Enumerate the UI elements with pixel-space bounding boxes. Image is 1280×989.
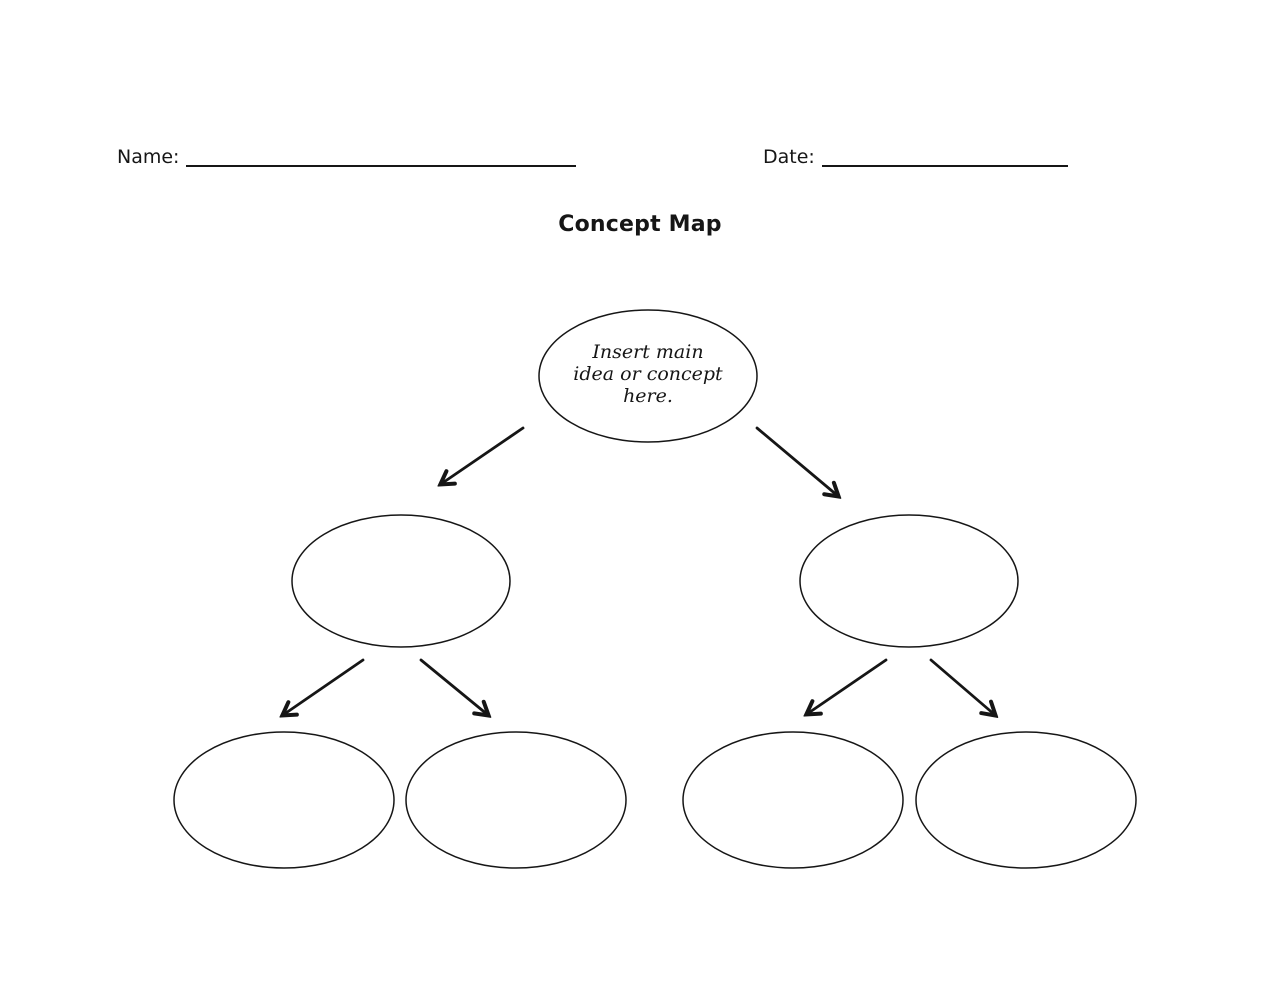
name-label: Name:	[117, 146, 180, 168]
leaf-3-ellipse	[682, 731, 904, 869]
arrow-right-to-leaf4-icon	[929, 658, 995, 715]
main-idea-ellipse	[538, 309, 758, 443]
leaf-1-ellipse	[173, 731, 395, 869]
main-idea-line-2: idea or concept	[573, 363, 723, 385]
arrow-left-to-leaf2-icon	[419, 658, 488, 715]
branch-right-ellipse	[799, 514, 1019, 648]
date-label: Date:	[763, 146, 815, 168]
leaf-4-ellipse	[915, 731, 1137, 869]
date-field: Date:	[763, 146, 1068, 168]
arrow-right-to-leaf3-icon	[807, 658, 888, 714]
branch-left-ellipse	[291, 514, 511, 648]
arrow-main-to-right-icon	[755, 426, 838, 496]
date-blank-line	[821, 165, 1068, 167]
main-idea-line-3: here.	[623, 385, 673, 407]
leaf-2-ellipse	[405, 731, 627, 869]
main-idea-line-1: Insert main	[592, 341, 704, 363]
name-field: Name:	[117, 146, 577, 168]
main-idea-placeholder: Insert main idea or concept here.	[533, 341, 763, 407]
arrow-main-to-left-icon	[441, 426, 525, 484]
name-blank-line	[186, 165, 577, 167]
page-title: Concept Map	[558, 212, 722, 237]
arrow-left-to-leaf1-icon	[283, 658, 365, 715]
